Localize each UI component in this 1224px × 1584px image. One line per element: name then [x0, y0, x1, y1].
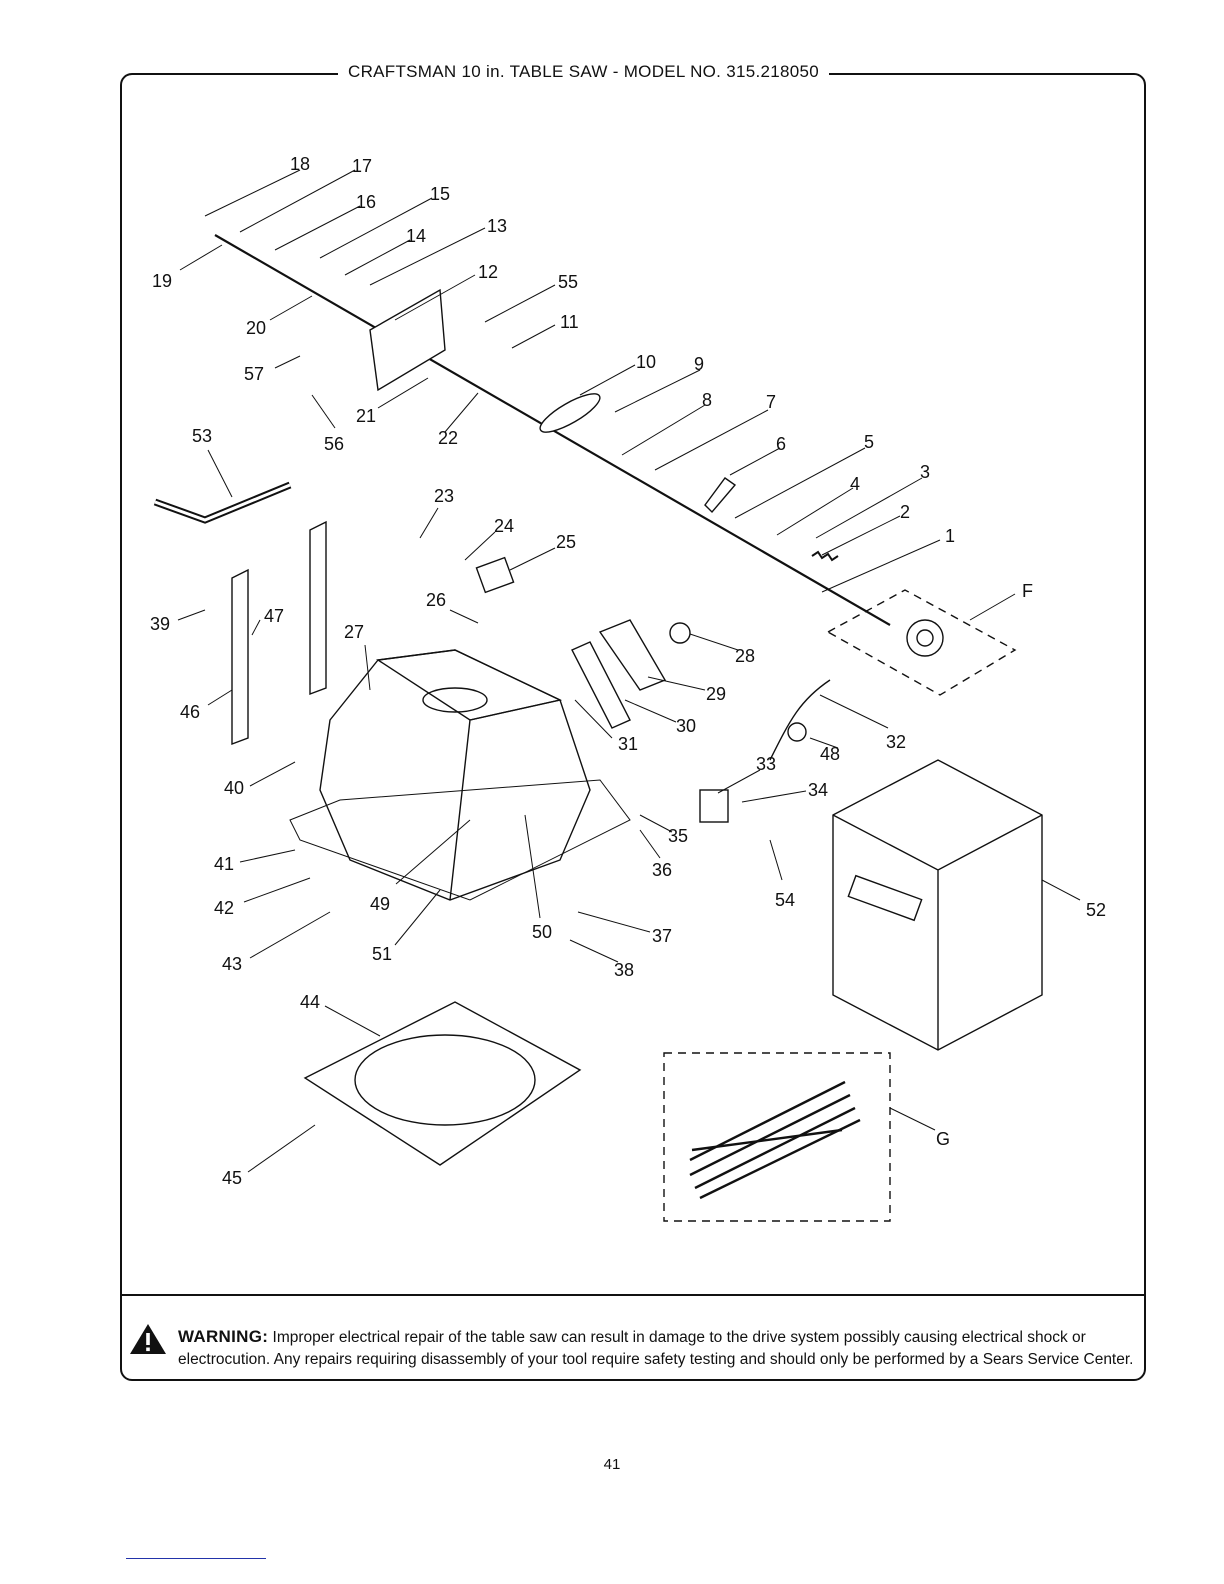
callout-55: 55 [558, 272, 578, 292]
bevel-gear-part [539, 393, 601, 433]
callout-16: 16 [356, 192, 376, 212]
callout-21: 21 [356, 406, 376, 426]
callout-45: 45 [222, 1168, 242, 1188]
callout-14: 14 [406, 226, 426, 246]
accessory-box [663, 1052, 891, 1222]
switch-box-part [475, 556, 515, 594]
callout-10: 10 [636, 352, 656, 372]
callout-47: 47 [264, 606, 284, 626]
callout-18: 18 [290, 154, 310, 174]
warning-divider [120, 1294, 1146, 1296]
callout-13: 13 [487, 216, 507, 236]
callout-34: 34 [808, 780, 828, 800]
callout-F: F [1022, 581, 1033, 601]
callout-43: 43 [222, 954, 242, 974]
callout-42: 42 [214, 898, 234, 918]
callout-31: 31 [618, 734, 638, 754]
lever-part [704, 477, 737, 514]
callout-27: 27 [344, 622, 364, 642]
callout-48: 48 [820, 744, 840, 764]
callout-17: 17 [352, 156, 372, 176]
accessory-bundle [689, 1080, 861, 1200]
callout-19: 19 [152, 271, 172, 291]
callout-30: 30 [676, 716, 696, 736]
callout-6: 6 [776, 434, 786, 454]
callout-28: 28 [735, 646, 755, 666]
callout-29: 29 [706, 684, 726, 704]
callout-12: 12 [478, 262, 498, 282]
callout-24: 24 [494, 516, 514, 536]
callout-36: 36 [652, 860, 672, 880]
callout-57: 57 [244, 364, 264, 384]
callout-3: 3 [920, 462, 930, 482]
callout-33: 33 [756, 754, 776, 774]
callout-35: 35 [668, 826, 688, 846]
callout-20: 20 [246, 318, 266, 338]
warning-triangle-icon [130, 1324, 166, 1354]
exploded-parts-diagram: 18 17 16 15 14 13 12 55 11 10 9 8 7 6 5 … [150, 154, 1106, 1222]
warning-heading: WARNING: [178, 1327, 269, 1346]
callout-54: 54 [775, 890, 795, 910]
page-title: CRAFTSMAN 10 in. TABLE SAW - MODEL NO. 3… [338, 62, 830, 82]
callout-56: 56 [324, 434, 344, 454]
callout-32: 32 [886, 732, 906, 752]
arm-part [153, 481, 292, 524]
callout-41: 41 [214, 854, 234, 874]
callout-49: 49 [370, 894, 390, 914]
trunnion-plate [369, 288, 446, 392]
callout-11: 11 [560, 312, 579, 332]
bracket-part [598, 619, 667, 691]
callout-7: 7 [766, 392, 776, 412]
callout-1: 1 [945, 526, 955, 546]
bar-part-left [231, 568, 249, 746]
callout-4: 4 [850, 474, 860, 494]
base-plate-part [303, 1001, 582, 1166]
callout-22: 22 [438, 428, 458, 448]
callout-40: 40 [224, 778, 244, 798]
footer-rule [126, 1558, 266, 1559]
callout-37: 37 [652, 926, 672, 946]
callout-25: 25 [556, 532, 576, 552]
warning-notice: WARNING: Improper electrical repair of t… [178, 1326, 1136, 1371]
callout-52: 52 [1086, 900, 1106, 920]
callout-23: 23 [434, 486, 454, 506]
callout-39: 39 [150, 614, 170, 634]
callout-44: 44 [300, 992, 320, 1012]
callout-46: 46 [180, 702, 200, 722]
callout-15: 15 [430, 184, 450, 204]
callout-9: 9 [694, 354, 704, 374]
warning-text: Improper electrical repair of the table … [178, 1329, 1134, 1368]
callout-38: 38 [614, 960, 634, 980]
callout-51: 51 [372, 944, 392, 964]
callout-53: 53 [192, 426, 212, 446]
bar-part-right [309, 520, 327, 696]
callout-G: G [936, 1129, 950, 1149]
page-number: 41 [603, 1456, 621, 1473]
callout-2: 2 [900, 502, 910, 522]
callout-26: 26 [426, 590, 446, 610]
callout-8: 8 [702, 390, 712, 410]
callout-50: 50 [532, 922, 552, 942]
callout-5: 5 [864, 432, 874, 452]
